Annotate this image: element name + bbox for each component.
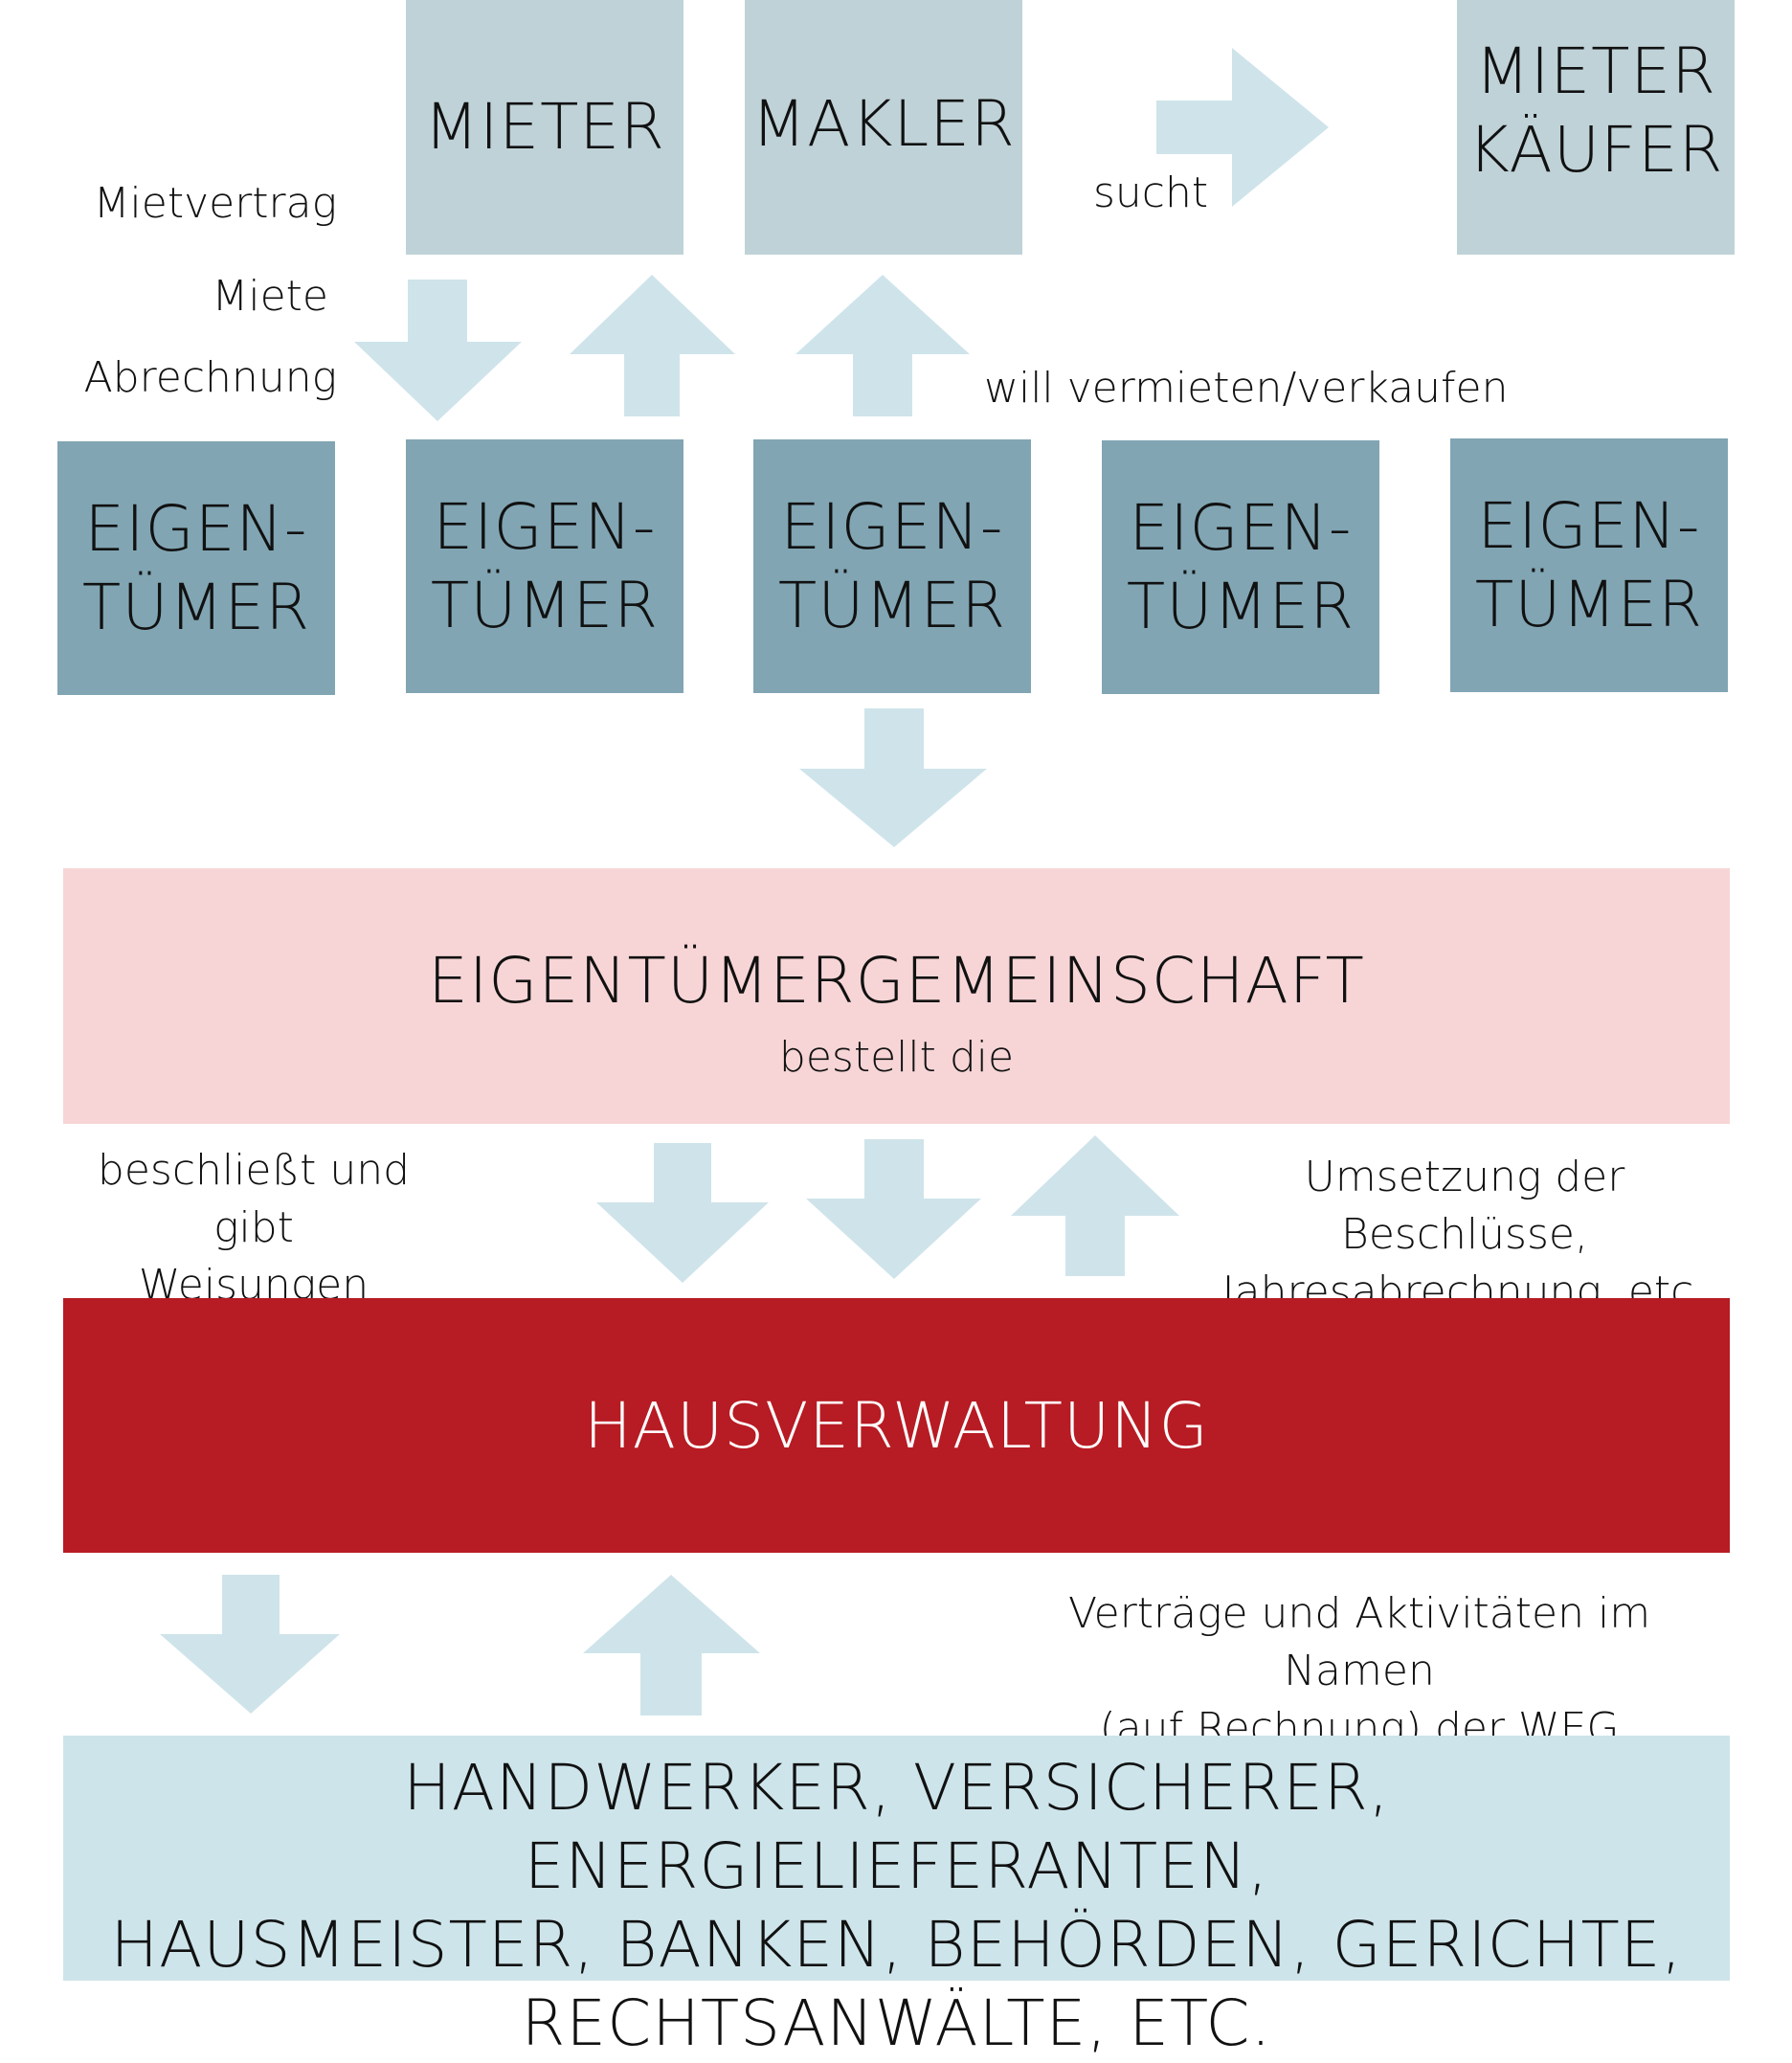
arrow-down-hv-bottom <box>160 1575 340 1714</box>
arrow-up-to-makler <box>795 275 970 416</box>
owner-box-5: EIGEN- TÜMER <box>1450 438 1728 692</box>
dienstleister-label: HANDWERKER, VERSICHERER, ENERGIELIEFERAN… <box>110 1751 1683 2060</box>
weg-title: EIGENTÜMERGEMEINSCHAFT <box>428 944 1365 1018</box>
arrows-layer <box>160 48 1329 1715</box>
arrow-right-sucht <box>1156 48 1329 207</box>
label-miete: Miete <box>212 272 328 321</box>
label-beschliesst: beschließt und gibt Weisungen <box>97 1146 411 1310</box>
arrow-down-mieter <box>354 280 522 421</box>
arrow-up-hv-weg <box>1011 1135 1179 1276</box>
owner-box-label: EIGEN- TÜMER <box>1474 488 1704 641</box>
makler-box: MAKLER <box>745 0 1022 255</box>
makler-box-label: MAKLER <box>751 87 1016 161</box>
owner-box-4: EIGEN- TÜMER <box>1102 440 1379 694</box>
mieter-box: MIETER <box>406 0 683 255</box>
arrow-up-to-mieter <box>570 275 735 416</box>
dienstleister-box: HANDWERKER, VERSICHERER, ENERGIELIEFERAN… <box>63 1736 1730 2060</box>
hausverwaltung-box: HAUSVERWALTUNG <box>63 1298 1730 1553</box>
label-umsetzung: Umsetzung der Beschlüsse, Jahresabrechnu… <box>1221 1153 1708 1316</box>
label-mietvertrag: Mietvertrag <box>93 179 337 228</box>
label-abrechnung: Abrechnung <box>83 353 337 402</box>
owner-box-2: EIGEN- TÜMER <box>406 439 683 693</box>
arrow-down-weg-hv-1 <box>596 1143 769 1283</box>
owner-box-3: EIGEN- TÜMER <box>753 439 1031 693</box>
arrow-down-weg-hv-2 <box>806 1139 981 1279</box>
arrow-down-to-weg <box>799 708 987 847</box>
label-vertraege: Verträge und Aktivitäten im Namen (auf R… <box>1067 1589 1651 1753</box>
mieter-box-label: MIETER <box>424 90 665 164</box>
label-sucht: sucht <box>1093 168 1209 217</box>
owner-box-label: EIGEN- TÜMER <box>430 489 660 642</box>
mieter-kaeufer-box-label: MIETER KÄUFER <box>1467 34 1724 187</box>
label-will-vermieten: will vermieten/verkaufen <box>984 364 1509 413</box>
owner-box-label: EIGEN- TÜMER <box>1126 490 1355 643</box>
arrow-up-bottom-hv <box>583 1575 760 1715</box>
owner-box-label: EIGEN- TÜMER <box>777 489 1007 642</box>
weg-subtitle: bestellt die <box>778 1033 1015 1082</box>
owner-box-1: EIGEN- TÜMER <box>57 441 335 695</box>
weg-box: EIGENTÜMERGEMEINSCHAFT bestellt die <box>63 868 1730 1124</box>
owner-box-label: EIGEN- TÜMER <box>81 491 311 644</box>
hausverwaltung-label: HAUSVERWALTUNG <box>584 1388 1209 1463</box>
mieter-kaeufer-box: MIETER KÄUFER <box>1457 0 1735 255</box>
